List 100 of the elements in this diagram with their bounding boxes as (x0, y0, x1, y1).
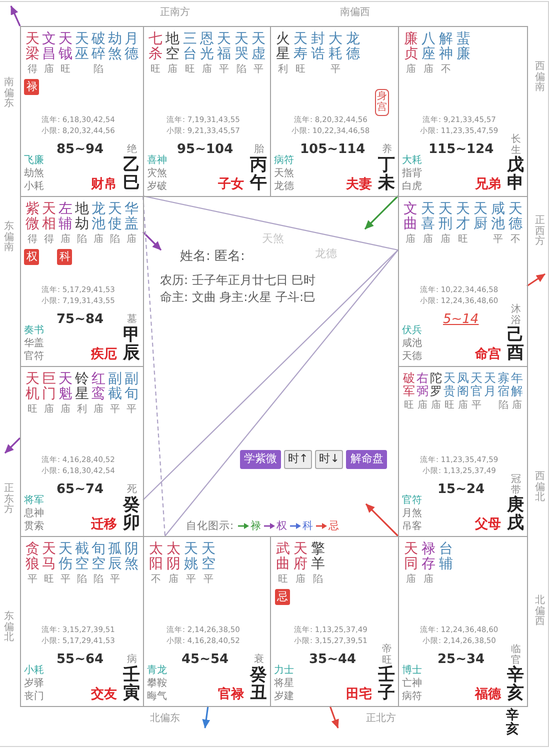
brightness-label: 陷 (77, 234, 87, 245)
brightness-label: 陷 (498, 400, 509, 411)
star-name: 旬空 (92, 542, 106, 572)
brightness-label: 旺 (458, 234, 468, 245)
minor-star-name: 岁建 (274, 691, 294, 702)
brightness-label: 利 (278, 64, 288, 75)
star-name: 天相 (42, 202, 56, 232)
arrow (329, 706, 339, 728)
star-name: 天姚 (184, 542, 198, 572)
palace-panel (20, 26, 144, 197)
palace-name: 交友 (91, 688, 117, 702)
star-name: 月德 (124, 32, 139, 62)
star-name: 铃星 (75, 372, 89, 402)
brightness-label: 旺 (295, 64, 306, 75)
star-name: 三台 (182, 32, 197, 62)
star-name: 破碎 (92, 32, 106, 62)
brightness-label: 得 (44, 234, 54, 245)
master-star-text: 命主: 文曲 身主:火星 子斗:巳 (160, 291, 316, 304)
star-name: 天贵 (443, 372, 456, 398)
brightness-label: 旺 (444, 400, 454, 411)
brightness-label: 庙 (417, 400, 428, 411)
learn-button: 学紫微 (240, 450, 281, 469)
decade-range: 75~84 (56, 313, 104, 328)
direction-label: 东偏南 (4, 222, 14, 254)
brightness-label: 平 (472, 400, 482, 411)
star-name: 紫微 (25, 202, 40, 232)
decade-range: 25~34 (438, 653, 485, 668)
star-name: 天哭 (234, 32, 248, 62)
brightness-label: 陷 (312, 574, 323, 585)
star-name: 太阴 (166, 542, 180, 572)
minor-star-name: 病符 (274, 155, 294, 166)
brightness-label: 旺 (184, 64, 195, 75)
direction-label: 正南方 (160, 8, 190, 18)
life-stage-label: 病 (127, 655, 137, 666)
stem-branch: 甲辰 (123, 327, 140, 363)
brightness-label: 旺 (150, 64, 161, 75)
minor-star-name: 咸池 (402, 338, 422, 349)
brightness-label: 利 (77, 404, 87, 415)
star-name: 七杀 (148, 32, 163, 62)
legend-label: 权 (276, 519, 288, 533)
life-stage-label: 长生 (511, 135, 521, 156)
stem-branch: 己酉 (507, 327, 524, 363)
decade-range: 15~24 (438, 483, 485, 498)
star-name: 八座 (421, 32, 436, 62)
star-name: 恩光 (200, 32, 214, 62)
brightness-label: 庙 (423, 234, 434, 245)
minor-star-name: 飞廉 (24, 155, 44, 166)
minor-star-name: 喜神 (147, 155, 167, 166)
stem-branch: 丙午 (250, 157, 267, 193)
decade-range: 65~74 (56, 483, 104, 498)
life-stage-label: 冠带 (511, 475, 521, 496)
star-name: 封诰 (310, 32, 325, 62)
hour-down-button: 时↓ (315, 450, 344, 469)
star-name: 大耗 (328, 32, 342, 62)
brightness-label: 庙 (60, 234, 70, 245)
minor-star-name: 亡神 (402, 678, 422, 689)
arrow (202, 706, 210, 728)
minor-star-name: 小耗 (24, 181, 44, 192)
brightness-label: 庙 (202, 64, 212, 75)
palace-name: 福德 (475, 688, 501, 702)
star-name: 孤辰 (108, 542, 122, 572)
direction-label: 南偏东 (4, 78, 14, 110)
star-name: 阴煞 (124, 542, 139, 572)
minor-star-name: 攀鞍 (147, 678, 167, 689)
brightness-label: 陷 (236, 64, 246, 75)
star-name: 右弼 (416, 372, 428, 398)
arrow (526, 273, 546, 287)
minor-star-name: 丧门 (24, 691, 44, 702)
star-name: 破军 (402, 372, 415, 398)
minor-star-name: 力士 (274, 665, 294, 676)
brightness-label: 得 (27, 234, 38, 245)
brightness-label: 庙 (512, 400, 522, 411)
brightness-label: 庙 (458, 400, 468, 411)
star-name: 天梁 (25, 32, 40, 62)
brightness-label: 庙 (126, 234, 137, 245)
minor-star-name: 指背 (402, 168, 422, 179)
brightness-label: 平 (186, 574, 196, 585)
faint-text: 龙德 (315, 248, 337, 260)
minor-star-name: 岁破 (147, 181, 167, 192)
decade-range: 55~64 (56, 653, 104, 668)
brightness-label: 庙 (423, 64, 434, 75)
brightness-label: 得 (27, 64, 38, 75)
star-name: 文曲 (404, 202, 418, 232)
brightness-label: 庙 (406, 234, 416, 245)
minor-star-name: 吊客 (402, 521, 422, 532)
hour-up-button: 时↑ (284, 450, 312, 469)
star-name: 左辅 (58, 202, 72, 232)
star-name: 天官 (470, 372, 483, 398)
minor-star-name: 龙德 (274, 181, 294, 192)
star-name: 太阳 (148, 542, 163, 572)
lunar-date-text: 农历: 壬子年正月廿七日 巳时 (160, 274, 316, 288)
stem-branch: 癸卯 (123, 497, 140, 533)
minor-star-name: 岁驿 (24, 678, 44, 689)
brightness-label: 庙 (406, 64, 416, 75)
decade-range: 115~124 (428, 143, 494, 158)
chart-reading-button: 解命盘 (346, 450, 388, 469)
brightness-label: 平 (253, 64, 264, 75)
palace-name: 田宅 (346, 688, 372, 702)
star-name: 火星 (276, 32, 290, 62)
decade-range: 85~94 (56, 143, 104, 158)
